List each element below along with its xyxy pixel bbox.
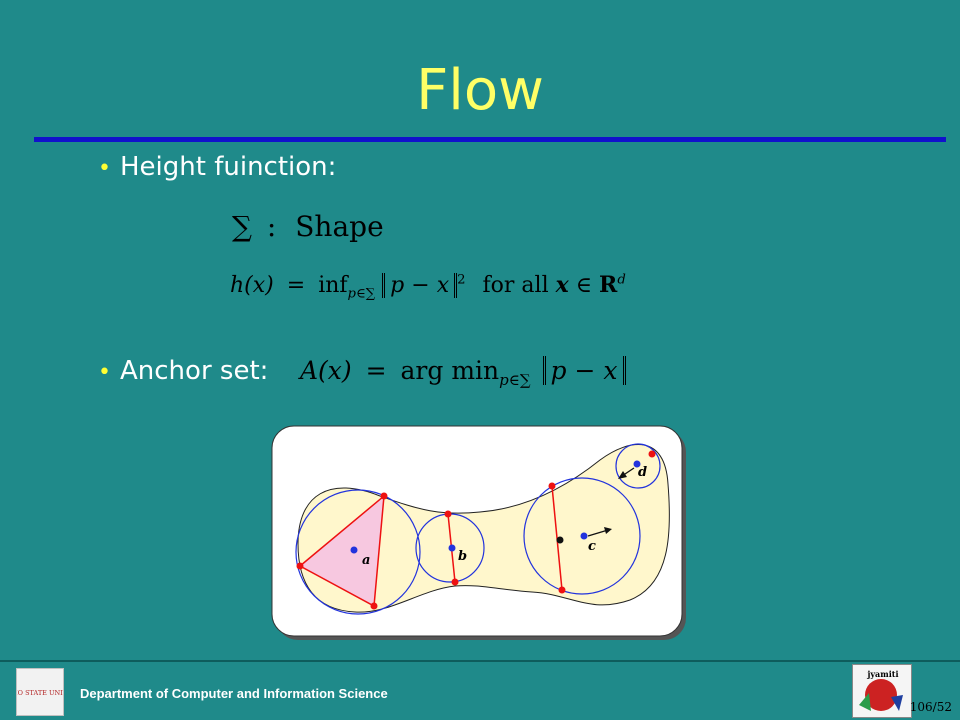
- jyamiti-logo: jyamiti: [852, 664, 912, 718]
- bullet-anchor-set: •Anchor set:: [98, 356, 269, 386]
- label-a: a: [362, 553, 370, 568]
- anchor-point: [444, 510, 452, 518]
- anchor-point: [380, 492, 388, 500]
- svg-text:jyamiti: jyamiti: [867, 669, 899, 679]
- shape-outline: [297, 443, 670, 613]
- flow-arrow-d-head: [618, 471, 627, 479]
- osu-logo: THE OHIO STATE UNIVERSITY: [16, 668, 64, 716]
- equation-shape: ∑ : Shape: [232, 210, 384, 243]
- anchor-points: [296, 450, 656, 610]
- critical-point: [556, 536, 564, 544]
- svg-text:THE OHIO STATE UNIVERSITY: THE OHIO STATE UNIVERSITY: [16, 689, 64, 697]
- medial-circle-d: [615, 443, 661, 489]
- page-number: 106/52: [909, 700, 952, 714]
- label-d: d: [638, 465, 647, 480]
- department-name: Department of Computer and Information S…: [80, 686, 388, 701]
- center-point-c: [580, 532, 588, 540]
- label-c: c: [588, 539, 596, 554]
- norm-bars: p − x: [382, 273, 458, 298]
- center-point-b: [448, 544, 456, 552]
- center-point-a: [350, 546, 358, 554]
- title-rule: [34, 137, 946, 142]
- anchor-point: [296, 562, 304, 570]
- flow-figure: a b c d: [271, 425, 686, 640]
- anchor-triangle: [298, 494, 385, 608]
- label-b: b: [458, 549, 467, 564]
- footer-rule: [0, 660, 960, 662]
- bullet-dot-icon: •: [98, 360, 111, 385]
- slide-title: Flow: [416, 58, 544, 123]
- medial-circle-a: [295, 489, 421, 615]
- equation-anchor: A(x) = arg minp∈∑ p − x: [300, 356, 626, 389]
- bullet-dot-icon: •: [98, 156, 111, 181]
- norm-bars: p − x: [542, 356, 626, 385]
- anchor-point: [370, 602, 378, 610]
- anchor-segment-c: [551, 485, 563, 591]
- medial-circle-c: [523, 477, 641, 595]
- center-point-d: [633, 460, 641, 468]
- equation-height: h(x) = infp∈∑ p − x 2 for all x ∈ Rd: [230, 272, 626, 302]
- bullet-height-function: •Height fuinction:: [98, 152, 337, 182]
- anchor-point: [558, 586, 566, 594]
- anchor-point: [451, 578, 459, 586]
- flow-arrow-c: [587, 529, 609, 537]
- anchor-point: [548, 482, 556, 490]
- anchor-point: [648, 450, 656, 458]
- flow-arrow-c-head: [604, 527, 612, 534]
